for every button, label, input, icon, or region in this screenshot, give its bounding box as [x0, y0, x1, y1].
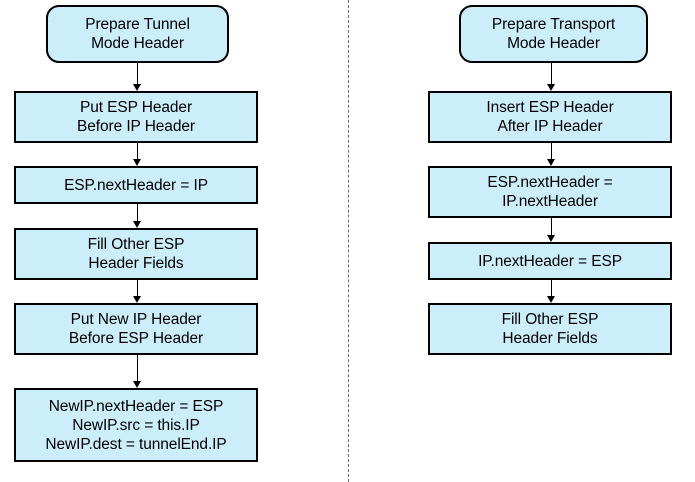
connector-arrow	[551, 63, 552, 85]
arrowhead-icon	[133, 159, 141, 166]
connector-arrow	[137, 355, 138, 382]
node-transport-insert-esp-header[interactable]: Insert ESP Header After IP Header	[428, 91, 672, 143]
arrowhead-icon	[547, 235, 555, 242]
node-tunnel-put-new-ip-header[interactable]: Put New IP Header Before ESP Header	[14, 303, 258, 355]
connector-arrow	[137, 63, 138, 85]
node-transport-fill-other-esp[interactable]: Fill Other ESP Header Fields	[428, 303, 672, 355]
arrowhead-icon	[133, 221, 141, 228]
node-label: ESP.nextHeader = IP.nextHeader	[487, 174, 613, 210]
node-label: Put New IP Header Before ESP Header	[68, 311, 204, 347]
connector-arrow	[137, 280, 138, 297]
node-label: Fill Other ESP Header Fields	[501, 311, 599, 347]
arrowhead-icon	[547, 296, 555, 303]
connector-arrow	[137, 143, 138, 160]
connector-arrow	[551, 218, 552, 236]
node-transport-ip-nextheader[interactable]: IP.nextHeader = ESP	[428, 242, 672, 280]
node-label: Insert ESP Header After IP Header	[486, 99, 614, 135]
node-label: IP.nextHeader = ESP	[478, 252, 622, 270]
node-transport-esp-nextheader[interactable]: ESP.nextHeader = IP.nextHeader	[428, 166, 672, 218]
node-transport-start[interactable]: Prepare Transport Mode Header	[459, 5, 648, 63]
arrowhead-icon	[133, 296, 141, 303]
arrowhead-icon	[133, 381, 141, 388]
connector-arrow	[551, 143, 552, 160]
node-tunnel-fill-other-esp[interactable]: Fill Other ESP Header Fields	[14, 228, 258, 280]
node-label: ESP.nextHeader = IP	[64, 176, 208, 194]
arrowhead-icon	[133, 84, 141, 91]
connector-arrow	[137, 204, 138, 222]
node-label: Prepare Tunnel Mode Header	[85, 16, 190, 52]
node-label: Fill Other ESP Header Fields	[87, 236, 185, 272]
node-label: Put ESP Header Before IP Header	[77, 99, 195, 135]
node-tunnel-start[interactable]: Prepare Tunnel Mode Header	[46, 5, 229, 63]
column-divider	[348, 0, 349, 482]
node-label: NewIP.nextHeader = ESP NewIP.src = this.…	[45, 397, 227, 453]
node-tunnel-esp-nextheader[interactable]: ESP.nextHeader = IP	[14, 166, 258, 204]
arrowhead-icon	[547, 84, 555, 91]
arrowhead-icon	[547, 159, 555, 166]
connector-arrow	[551, 280, 552, 297]
node-tunnel-put-esp-header[interactable]: Put ESP Header Before IP Header	[14, 91, 258, 143]
node-tunnel-newip-fields[interactable]: NewIP.nextHeader = ESP NewIP.src = this.…	[14, 388, 258, 462]
node-label: Prepare Transport Mode Header	[491, 16, 616, 52]
